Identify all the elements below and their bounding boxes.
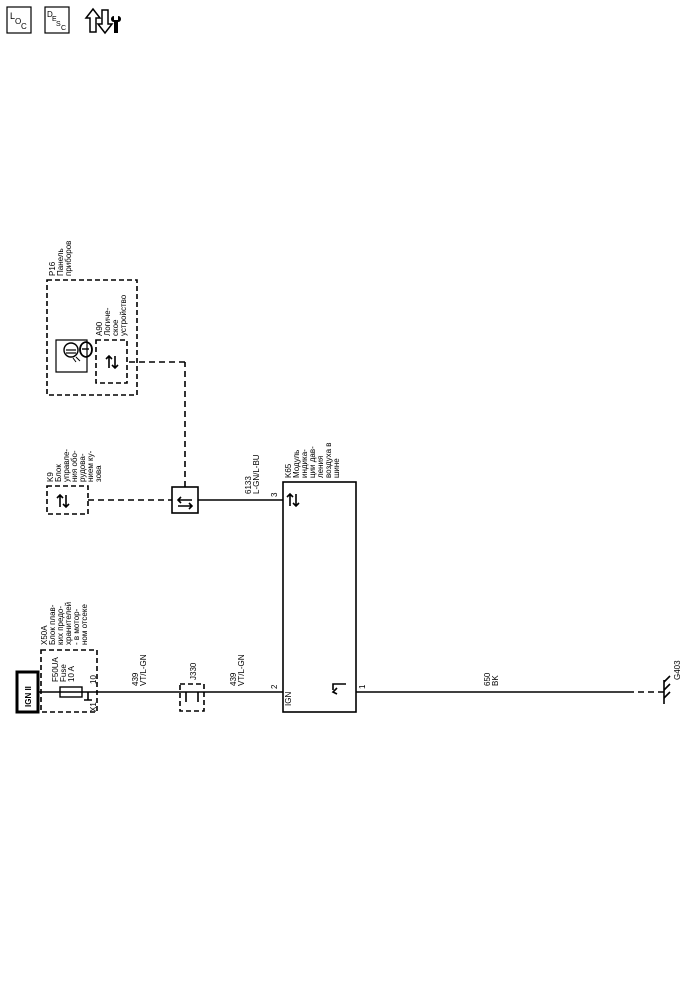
k9-line4: рудова- xyxy=(78,453,87,482)
x50a-line2: ких предо- xyxy=(56,606,65,645)
module-p16 xyxy=(46,279,138,396)
wire-650-color: BK xyxy=(491,675,500,686)
k65-line6: шине xyxy=(332,458,341,478)
k65-line2: индика- xyxy=(300,449,309,478)
fuse-rating: 10 A xyxy=(67,665,76,682)
k65-line1: Модуль xyxy=(292,450,301,478)
diagnostic-button[interactable] xyxy=(84,6,124,36)
wire-650-num: 650 xyxy=(483,672,492,686)
module-k65 xyxy=(282,481,357,713)
p16-line1: Панель xyxy=(56,248,65,276)
k9-line2: управле- xyxy=(62,449,71,482)
a90-line3: устройство xyxy=(119,294,128,336)
x50a-line4: - в мотор- xyxy=(72,608,81,645)
p16-code: P16 xyxy=(48,261,57,276)
desc-letter-d: D xyxy=(47,10,53,19)
k9-line1: Блок xyxy=(54,464,63,482)
data-junction-arrows-icon xyxy=(176,496,194,510)
description-icon: D E S C xyxy=(44,6,70,34)
k9-line5: нием ку- xyxy=(86,450,95,482)
k9-code: K9 xyxy=(46,472,55,482)
desc-letter-s: S xyxy=(56,21,61,28)
splice-j330 xyxy=(179,683,205,712)
a90-code: A90 xyxy=(95,321,104,336)
x50a-line3: хранителей xyxy=(64,602,73,645)
a90-line2: ское xyxy=(111,319,120,336)
k65-code: K65 xyxy=(284,463,293,478)
k9-line6: зова xyxy=(94,465,103,482)
k65-ign-text: IGN xyxy=(284,692,293,706)
j330-label: J330 xyxy=(189,662,198,680)
description-button[interactable]: D E S C xyxy=(44,6,72,36)
module-k9 xyxy=(46,485,89,515)
wire-6133-num: 6133 xyxy=(244,476,253,494)
fuse-line1: Fuse xyxy=(59,664,68,682)
x1-pin: 10 xyxy=(89,675,98,684)
p16-line2: приборов xyxy=(64,241,73,276)
wire-439b-num: 439 xyxy=(229,672,238,686)
x50a-line5: ном отсеке xyxy=(80,604,89,645)
fuse-code: F50UA xyxy=(51,656,60,682)
desc-letter-c: C xyxy=(61,25,66,32)
ground-label: G403 xyxy=(673,660,682,680)
loc-letter-c: C xyxy=(21,22,27,31)
desc-letter-e: E xyxy=(52,16,57,23)
x50a-code: X50A xyxy=(40,625,49,645)
k65-line3: ции дав- xyxy=(308,446,317,478)
x50a-line1: Блок плав- xyxy=(48,604,57,645)
location-button[interactable]: L O C xyxy=(6,6,34,36)
k65-data-arrows-icon xyxy=(286,492,300,508)
k65-line4: ления xyxy=(316,456,325,478)
wire-439a-color: VT/L-GN xyxy=(139,654,148,686)
loc-letter-l: L xyxy=(10,11,15,21)
wire-439b-color: VT/L-GN xyxy=(237,654,246,686)
toolbar: L O C D E S C xyxy=(6,6,126,40)
a90-data-arrows-icon xyxy=(105,354,119,370)
k65-pin-gnd: 1 xyxy=(358,684,367,689)
wire-6133-color: L-GN/L-BU xyxy=(252,454,261,494)
x1-label: X1 xyxy=(89,702,98,712)
ground-symbol xyxy=(663,675,671,704)
tire-pressure-lamp-icon xyxy=(55,339,93,373)
loc-letter-o: O xyxy=(15,17,21,26)
module-a90 xyxy=(95,339,128,384)
k9-line3: ния обо- xyxy=(70,450,79,482)
fuse-block-x50a xyxy=(40,649,98,713)
a90-line1: Логиче- xyxy=(103,307,112,336)
wire-439a-num: 439 xyxy=(131,672,140,686)
k65-ground-internal xyxy=(331,683,346,695)
k65-pin-ign: 2 xyxy=(270,684,279,689)
location-icon: L O C xyxy=(6,6,32,34)
x1-connector xyxy=(84,692,92,701)
k65-line5: воздуха в xyxy=(324,442,333,478)
splice-j330-contacts xyxy=(185,692,199,702)
ign-label: IGN II xyxy=(24,686,33,707)
wrench-arrows-icon xyxy=(84,7,121,35)
k9-data-arrows-icon xyxy=(56,493,70,509)
k65-pin-data: 3 xyxy=(270,492,279,497)
